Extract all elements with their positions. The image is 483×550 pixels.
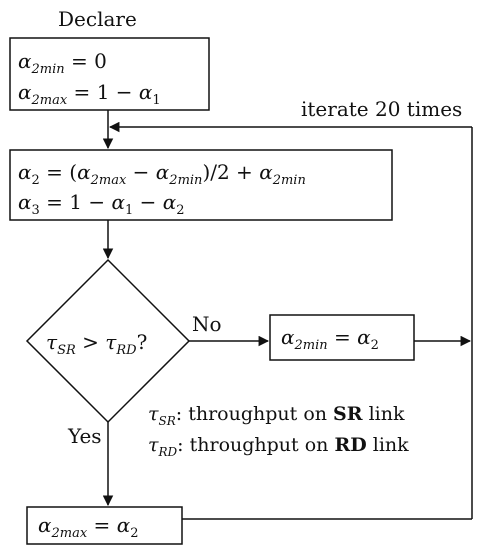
update-line-1: α2 = (α2max − α2min)/2 + α2min — [18, 160, 306, 188]
declare-label: Declare — [58, 7, 137, 31]
update-line-2: α3 = 1 − α1 − α2 — [18, 190, 185, 218]
decision-condition: τSR > τRD? — [46, 330, 147, 358]
no-label: No — [192, 312, 222, 336]
set-max-text: α2max = α2 — [38, 513, 138, 541]
iterate-label: iterate 20 times — [301, 97, 462, 121]
legend-sr: τSR: throughput on SR link — [148, 403, 405, 428]
init-line-1: α2min = 0 — [18, 49, 107, 77]
update-box — [9, 149, 393, 221]
legend-rd: τRD: throughput on RD link — [148, 434, 409, 459]
yes-label: Yes — [67, 424, 102, 448]
set-min-text: α2min = α2 — [281, 325, 379, 353]
set-min-box — [269, 314, 415, 361]
set-max-box — [26, 506, 183, 545]
init-line-2: α2max = 1 − α1 — [18, 80, 161, 108]
init-box — [9, 37, 210, 111]
